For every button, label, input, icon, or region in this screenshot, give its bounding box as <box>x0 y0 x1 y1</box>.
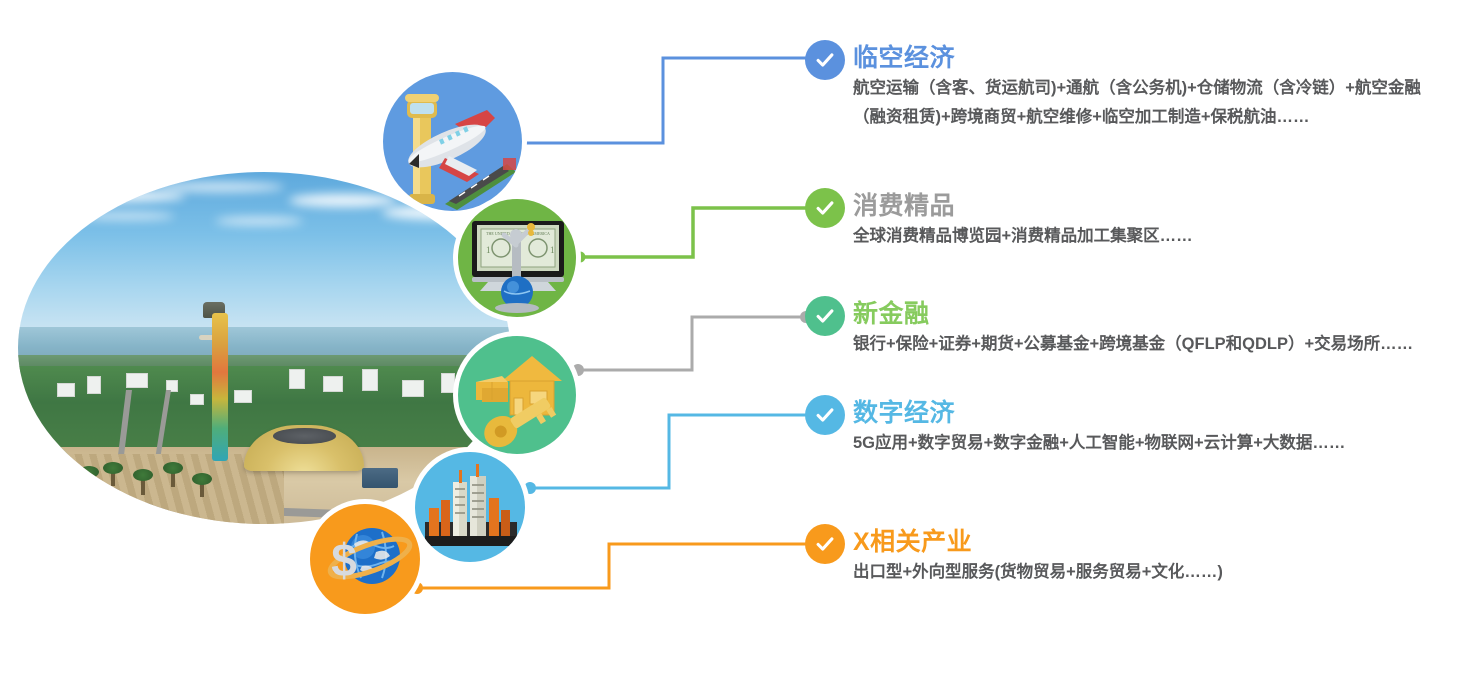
entry-title: 消费精品 <box>853 192 956 220</box>
check-icon <box>816 53 834 67</box>
cloud <box>288 193 397 207</box>
connector-line-linkong <box>512 56 810 145</box>
connector-dot-xinjinrong-start <box>572 364 584 376</box>
check-icon <box>816 537 834 551</box>
check-badge-green <box>805 188 845 228</box>
globe-dollar-artwork: $ <box>327 528 413 586</box>
check-badge-orange <box>805 524 845 564</box>
photo-observation-tower <box>212 312 229 461</box>
check-icon <box>816 201 834 215</box>
runway-icon <box>445 158 516 210</box>
photo-palm-tree <box>54 458 75 484</box>
photo-building <box>323 376 344 393</box>
connector-line-xinjinrong <box>578 315 806 372</box>
connector-line-xiaofei <box>580 206 812 259</box>
figure-globe-icon <box>495 223 539 313</box>
photo-building <box>86 376 101 395</box>
entry-body: 5G应用+数字贸易+数字金融+人工智能+物联网+云计算+大数据…… <box>853 434 1346 452</box>
cloud <box>155 181 284 192</box>
photo-building <box>190 393 205 405</box>
check-badge-blue <box>805 40 845 80</box>
key-icon <box>484 397 557 448</box>
photo-billboard <box>362 467 399 488</box>
airplane-icon <box>408 110 495 182</box>
entry-body: 航空运输（含客、货运航司)+通航（含公务机)+仓储物流（含冷链）+航空金融（融资… <box>853 79 1421 126</box>
photo-palm-tree <box>162 462 183 488</box>
photo-golden-dome-theatre <box>244 425 365 472</box>
cloud <box>77 211 176 220</box>
cloud <box>37 190 186 202</box>
entry-body: 全球消费精品博览园+消费精品加工集聚区…… <box>853 227 1193 245</box>
photo-building <box>57 383 76 398</box>
photo-building <box>126 372 149 388</box>
house-key-icon <box>458 336 576 454</box>
photo-palm-tree <box>103 462 124 487</box>
entry-body: 出口型+外向型服务(货物贸易+服务贸易+文化……) <box>853 563 1223 581</box>
connector-line-x-chanye <box>417 542 810 590</box>
airport-airplane-artwork <box>405 94 516 210</box>
check-badge-mint <box>805 296 845 336</box>
low-building-icon <box>476 376 508 402</box>
svg-text:$: $ <box>331 534 357 586</box>
entry-title: 临空经济 <box>853 44 956 72</box>
photo-building <box>441 372 456 393</box>
photo-building <box>362 369 379 392</box>
photo-palm-tree <box>78 465 99 493</box>
photo-building <box>401 379 424 397</box>
check-icon <box>816 408 834 422</box>
connector-dot-xiaofei <box>574 251 586 263</box>
connector-dot-x-chanye <box>411 582 423 594</box>
globe-dollar-icon: $ <box>310 504 420 614</box>
city-skyline-artwork <box>425 464 517 546</box>
photo-building <box>165 379 178 392</box>
entry-title: 数字经济 <box>853 399 956 427</box>
check-icon <box>816 309 834 323</box>
cloud <box>214 216 304 225</box>
entry-title: 新金融 <box>853 300 930 328</box>
photo-building <box>234 390 253 404</box>
photo-building <box>288 369 305 390</box>
check-badge-sky <box>805 395 845 435</box>
dollar-screen-globe-icon: THE UNITED STATES OF AMERICA 1 1 <box>458 199 576 317</box>
dollar-screen-artwork: THE UNITED STATES OF AMERICA 1 1 <box>472 221 564 313</box>
entry-body: 银行+保险+证券+期货+公募基金+跨境基金（QFLP和QDLP）+交易场所…… <box>853 335 1414 353</box>
airport-airplane-icon <box>383 72 522 211</box>
connector-dot-shuzi <box>524 482 536 494</box>
photo-tower-ring <box>199 334 225 340</box>
photo-palm-tree <box>192 472 213 497</box>
city-skyline-icon <box>415 452 525 562</box>
entry-title: X相关产业 <box>853 528 973 556</box>
svg-text:1: 1 <box>550 245 555 255</box>
house-key-artwork <box>476 356 562 448</box>
photo-palm-tree <box>133 469 153 496</box>
svg-text:1: 1 <box>486 245 491 255</box>
connector-line-shuzi <box>530 413 810 490</box>
